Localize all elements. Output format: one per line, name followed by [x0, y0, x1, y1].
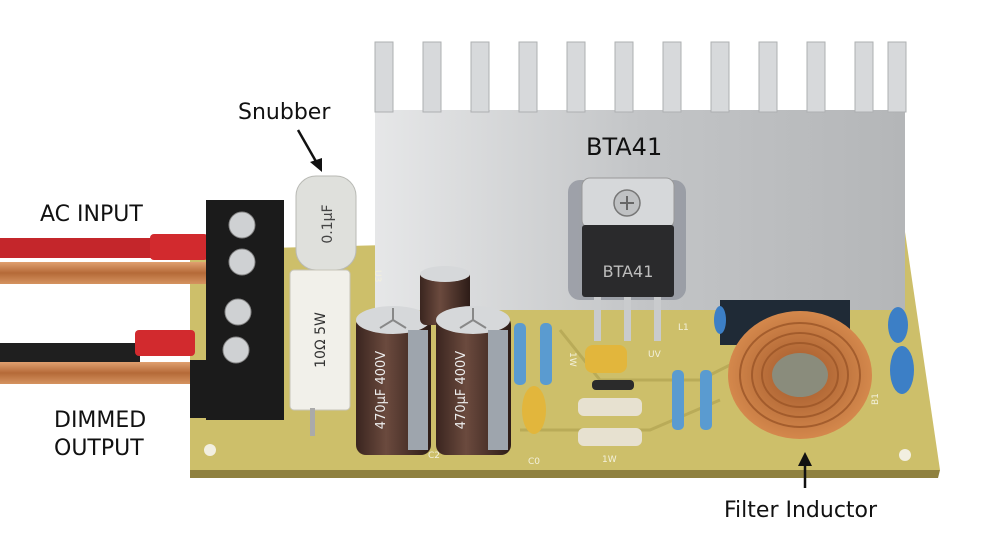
- triac-body-marking: BTA41: [603, 262, 654, 281]
- ac-input-label: AC INPUT: [40, 202, 143, 227]
- wires: [0, 234, 210, 384]
- filter-inductor-label: Filter Inductor: [724, 498, 878, 523]
- silk-c0: C0: [528, 457, 540, 467]
- toroidal-inductor: [728, 311, 872, 439]
- triac-bta41: BTA41: [568, 177, 686, 341]
- resistor-marking: 10Ω 5W: [313, 312, 329, 368]
- power-resistor: 10Ω 5W: [289, 269, 351, 436]
- capacitor-left: 470µF 400V: [356, 306, 431, 455]
- triac-label: BTA41: [586, 133, 663, 161]
- silk-b1: B1: [871, 393, 881, 405]
- snubber-cap-marking: 0.1µF: [320, 204, 336, 243]
- silk-1w-bottom: 1W: [602, 455, 617, 465]
- silk-c2: C2: [428, 451, 440, 461]
- silk-1w-top: 1W: [567, 352, 577, 367]
- terminal-block: [190, 200, 284, 420]
- snubber-label: Snubber: [238, 100, 331, 125]
- dimmed-output-label-line2: OUTPUT: [54, 436, 144, 461]
- silk-uv: UV: [648, 350, 662, 360]
- silk-u3: U3: [372, 270, 382, 282]
- silk-l1: L1: [678, 323, 689, 333]
- callout-arrows: [296, 129, 812, 488]
- cap-left-marking: 470µF 400V: [374, 351, 389, 430]
- cap-right-marking: 470µF 400V: [454, 351, 469, 430]
- capacitor-right: 470µF 400V: [436, 306, 511, 455]
- dimmed-output-label-line1: DIMMED: [54, 408, 147, 433]
- snubber-capacitor: 0.1µF: [295, 175, 357, 271]
